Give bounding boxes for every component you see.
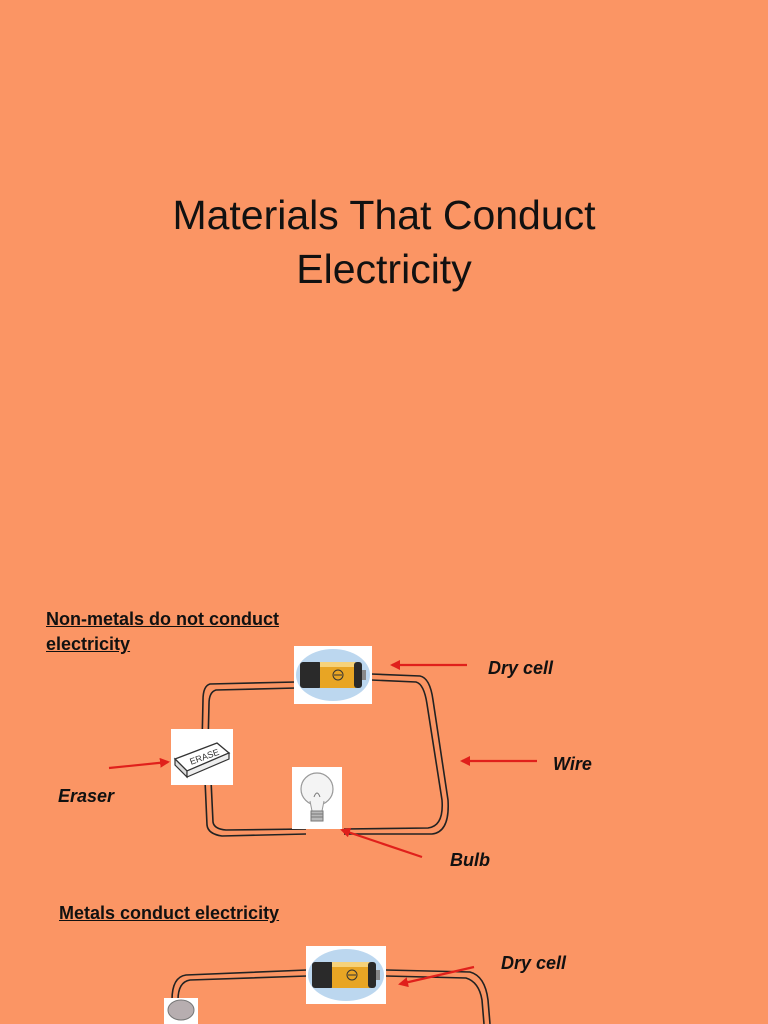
arrow-dry-cell-2 <box>398 965 475 988</box>
slide-title-line2: Electricity <box>296 246 472 292</box>
dry-cell-image-1 <box>294 646 372 704</box>
metals-heading: Metals conduct electricity <box>59 903 280 923</box>
label-dry-cell-1: Dry cell <box>488 658 554 678</box>
wire-loop-1 <box>177 673 449 837</box>
label-wire: Wire <box>553 754 592 774</box>
metal-object-image <box>164 998 198 1024</box>
nonmetals-heading-line1: Non-metals do not conduct <box>46 609 279 629</box>
battery-icon <box>296 649 370 701</box>
battery-icon <box>308 949 384 1001</box>
arrow-bulb <box>340 827 423 859</box>
eraser-icon: ERASE <box>173 742 231 779</box>
bulb-icon <box>300 772 334 822</box>
dry-cell-image-2 <box>306 946 386 1004</box>
label-bulb: Bulb <box>450 850 490 870</box>
bulb-image <box>292 767 342 829</box>
slide-title: Materials That Conduct Electricity <box>0 188 768 296</box>
nonmetals-heading: Non-metals do not conduct electricity <box>46 607 279 657</box>
arrow-eraser <box>108 757 170 770</box>
nail-icon <box>167 999 195 1021</box>
slide-title-line1: Materials That Conduct <box>172 192 596 238</box>
label-dry-cell-2: Dry cell <box>501 953 567 973</box>
nonmetals-heading-line2: electricity <box>46 634 131 654</box>
label-eraser: Eraser <box>58 786 115 806</box>
eraser-image: ERASE <box>171 729 233 785</box>
